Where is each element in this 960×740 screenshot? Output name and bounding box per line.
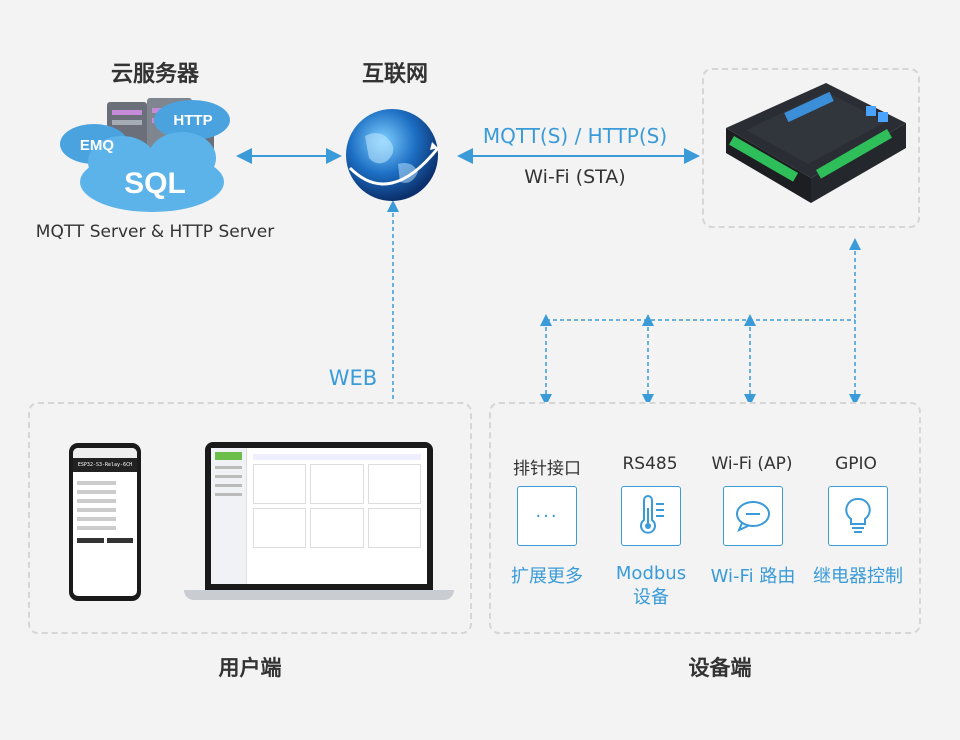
phone-title: ESP32-S3-Relay-6CH bbox=[73, 458, 137, 472]
cloud-server-illustration: EMQ HTTP SQL bbox=[60, 98, 230, 212]
thermometer-icon bbox=[640, 495, 664, 534]
http-text: HTTP bbox=[173, 112, 212, 129]
globe-icon bbox=[346, 109, 440, 201]
lightbulb-icon bbox=[845, 497, 871, 533]
laptop-base bbox=[184, 590, 454, 600]
dots-icon: ··· bbox=[535, 505, 559, 527]
device-item-2-tile bbox=[621, 486, 681, 546]
laptop-illustration bbox=[205, 442, 433, 590]
cloud-server-title: 云服务器 bbox=[110, 62, 199, 87]
wifi-sta-label: Wi-Fi (STA) bbox=[524, 166, 626, 188]
phone-illustration: ESP32-S3-Relay-6CH bbox=[69, 443, 141, 601]
internet-title: 互联网 bbox=[361, 62, 428, 87]
device-item-3-top: Wi-Fi (AP) bbox=[711, 454, 793, 474]
sql-text: SQL bbox=[124, 167, 186, 200]
chat-bubble-icon bbox=[736, 501, 770, 532]
protocol-label: MQTT(S) / HTTP(S) bbox=[482, 124, 668, 148]
device-item-1-tile: ··· bbox=[517, 486, 577, 546]
device-item-4-bottom: 继电器控制 bbox=[813, 566, 903, 587]
device-item-2-bottom: Modbus 设备 bbox=[615, 563, 687, 608]
device-item-1-top: 排针接口 bbox=[513, 459, 581, 479]
device-item-2-top: RS485 bbox=[622, 454, 678, 474]
relay-board-illustration bbox=[726, 83, 906, 203]
device-panel-title: 设备端 bbox=[688, 656, 752, 680]
emq-text: EMQ bbox=[80, 137, 115, 154]
device-item-4-top: GPIO bbox=[835, 454, 877, 474]
cloud-server-caption: MQTT Server & HTTP Server bbox=[35, 222, 275, 242]
web-label: WEB bbox=[328, 366, 378, 390]
device-item-3-tile bbox=[723, 486, 783, 546]
device-item-4-tile bbox=[828, 486, 888, 546]
device-item-1-bottom: 扩展更多 bbox=[511, 566, 583, 587]
user-panel-title: 用户端 bbox=[218, 656, 282, 680]
device-item-3-bottom: Wi-Fi 路由 bbox=[710, 566, 796, 587]
